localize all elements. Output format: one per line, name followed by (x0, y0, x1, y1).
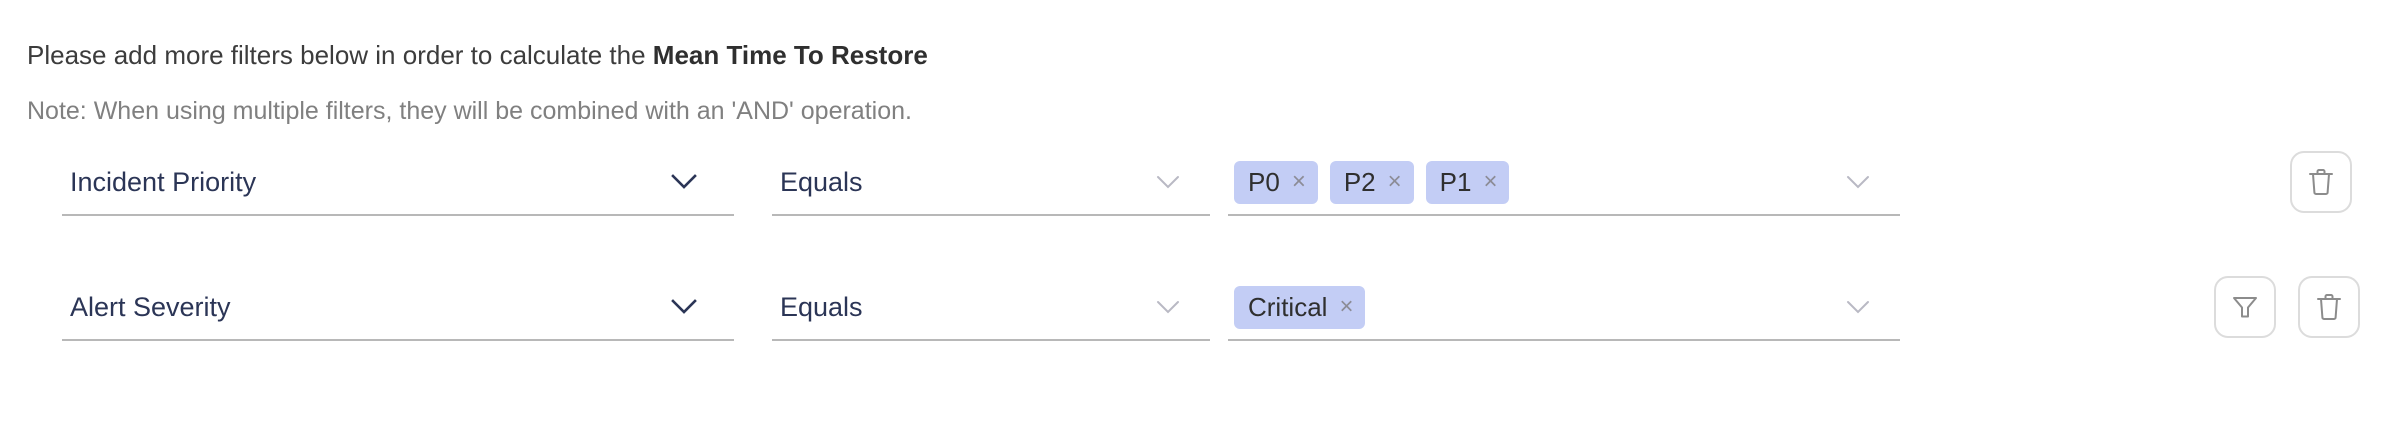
filter-rows: Incident Priority Equals (0, 150, 2408, 400)
value-chip[interactable]: P1 × (1425, 160, 1510, 204)
row-actions-1 (2214, 275, 2360, 339)
page-title: Please add more filters below in order t… (27, 40, 928, 70)
delete-filter-button[interactable] (2290, 151, 2352, 213)
chip-remove-icon[interactable]: × (1291, 167, 1306, 195)
operator-select-label-1: Equals (780, 291, 863, 322)
chevron-down-icon[interactable] (1154, 174, 1182, 191)
metric-name: Mean Time To Restore (652, 40, 928, 70)
operator-select-label-0: Equals (780, 166, 863, 197)
field-select-0[interactable]: Incident Priority (62, 150, 734, 216)
page-title-prefix: Please add more filters below in order t… (27, 40, 653, 70)
value-chip-list-0: P0 × P2 × P1 × (1228, 160, 1844, 204)
value-chip-label: Critical (1248, 291, 1328, 322)
chevron-down-icon[interactable] (1844, 174, 1872, 191)
filter-row: Alert Severity Equals (0, 275, 2408, 400)
value-select-0[interactable]: P0 × P2 × P1 × (1228, 150, 1900, 216)
chip-remove-icon[interactable]: × (1339, 292, 1354, 320)
value-chip-label: P0 (1248, 166, 1280, 197)
value-chip-label: P2 (1343, 166, 1376, 197)
chevron-down-icon[interactable] (670, 173, 698, 191)
add-filter-button[interactable] (2214, 276, 2276, 338)
field-select-label-0: Incident Priority (70, 166, 257, 197)
value-select-1[interactable]: Critical × (1228, 275, 1900, 341)
operator-select-0[interactable]: Equals (772, 150, 1210, 216)
field-select-label-1: Alert Severity (70, 291, 231, 322)
chip-remove-icon[interactable]: × (1483, 167, 1498, 195)
chevron-down-icon[interactable] (1844, 299, 1872, 316)
funnel-icon (2230, 292, 2260, 322)
value-chip-label: P1 (1439, 166, 1472, 197)
chevron-down-icon[interactable] (670, 298, 698, 316)
value-chip-list-1: Critical × (1228, 285, 1844, 329)
trash-icon (2306, 166, 2336, 198)
chip-remove-icon[interactable]: × (1387, 167, 1402, 195)
value-chip[interactable]: Critical × (1234, 285, 1366, 329)
filter-row: Incident Priority Equals (0, 150, 2408, 275)
operator-select-1[interactable]: Equals (772, 275, 1210, 341)
value-chip[interactable]: P0 × (1234, 160, 1318, 204)
row-actions-0 (2290, 150, 2352, 214)
field-select-1[interactable]: Alert Severity (62, 275, 734, 341)
chevron-down-icon[interactable] (1154, 299, 1182, 316)
filter-note: Note: When using multiple filters, they … (27, 97, 912, 125)
trash-icon (2314, 291, 2344, 323)
delete-filter-button[interactable] (2298, 276, 2360, 338)
value-chip[interactable]: P2 × (1329, 160, 1414, 204)
